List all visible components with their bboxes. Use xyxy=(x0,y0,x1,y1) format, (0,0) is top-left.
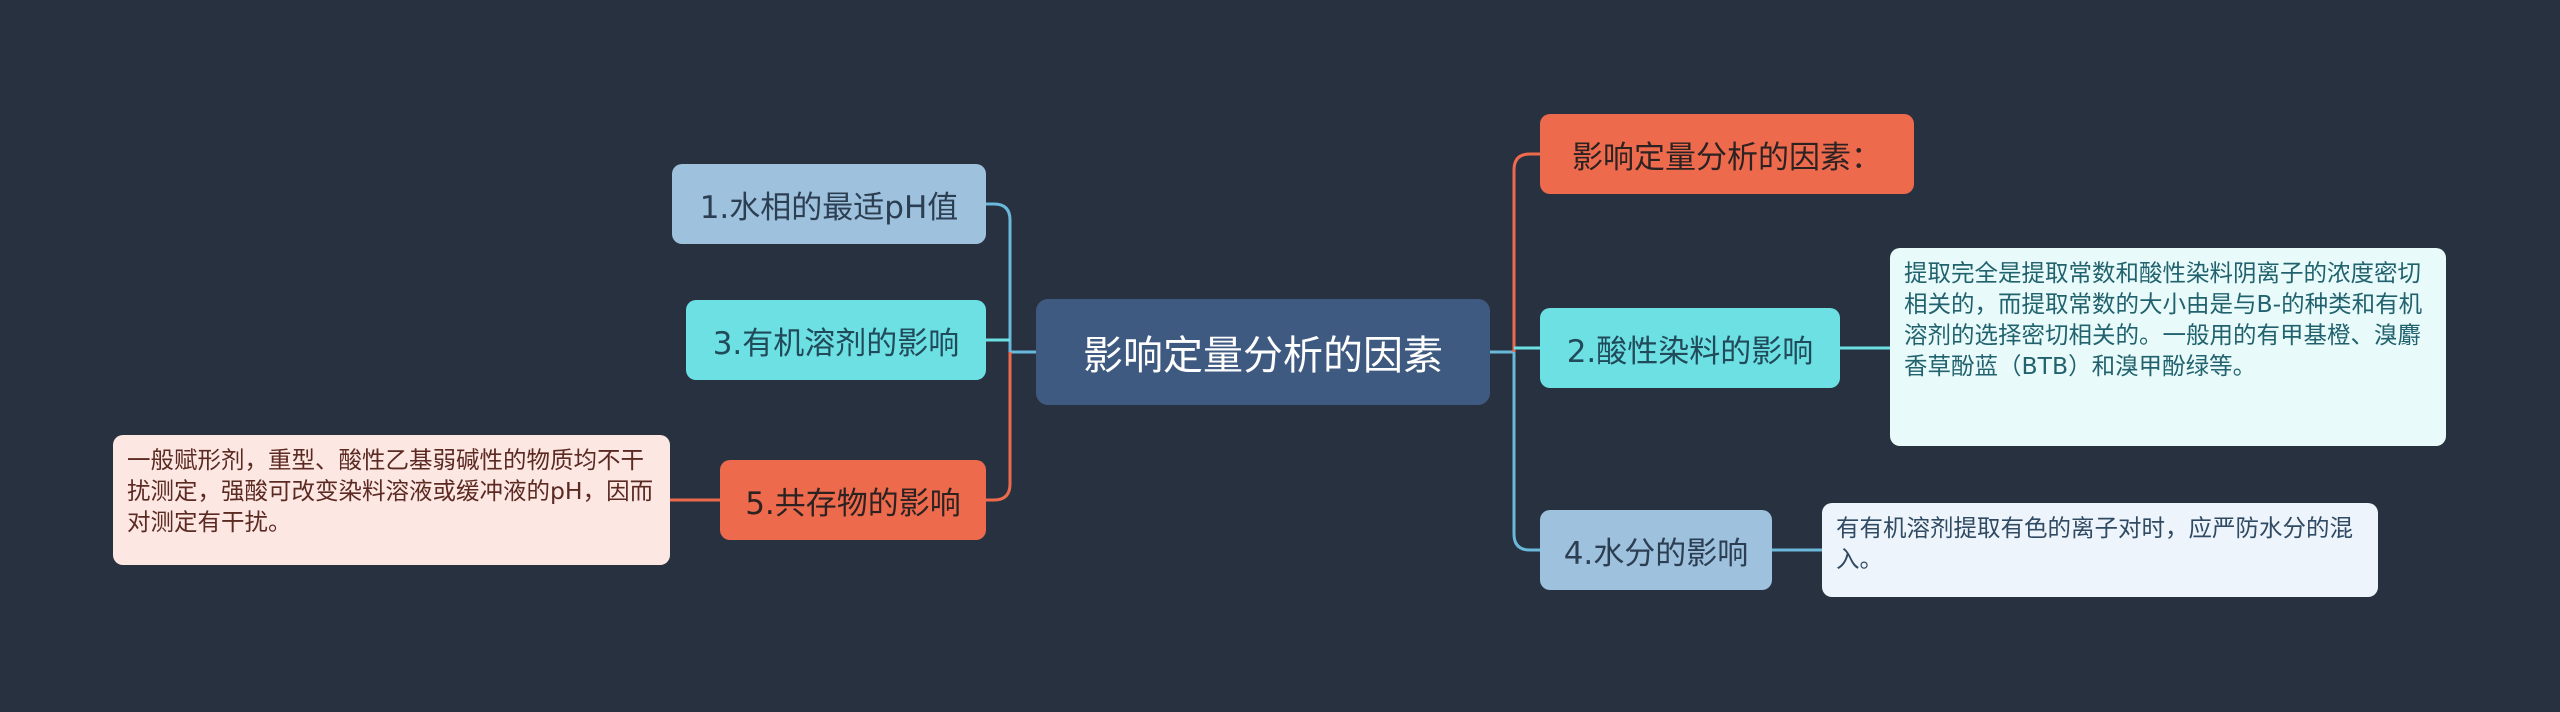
note-coexisting-substance-text: 一般赋形剂，重型、酸性乙基弱碱性的物质均不干扰测定，强酸可改变染料溶液或缓冲液的… xyxy=(127,446,654,536)
note-acid-dye-text: 提取完全是提取常数和酸性染料阴离子的浓度密切相关的，而提取常数的大小由是与B-的… xyxy=(1904,259,2423,380)
connector-right-title xyxy=(1512,152,1540,352)
note-water[interactable]: 有有机溶剂提取有色的离子对时，应严防水分的混入。 xyxy=(1822,503,2378,597)
note-water-text: 有有机溶剂提取有色的离子对时，应严防水分的混入。 xyxy=(1836,514,2353,573)
branch-water[interactable]: 4.水分的影响 xyxy=(1540,510,1772,590)
note-acid-dye[interactable]: 提取完全是提取常数和酸性染料阴离子的浓度密切相关的，而提取常数的大小由是与B-的… xyxy=(1890,248,2446,446)
central-topic-label: 影响定量分析的因素 xyxy=(1083,333,1443,379)
note-coexisting-substance[interactable]: 一般赋形剂，重型、酸性乙基弱碱性的物质均不干扰测定，强酸可改变染料溶液或缓冲液的… xyxy=(113,435,670,565)
branch-acid-dye-label: 2.酸性染料的影响 xyxy=(1566,333,1814,370)
branch-coexisting-substance-label: 5.共存物的影响 xyxy=(745,485,961,522)
connector-left-5 xyxy=(986,352,1012,502)
connector-right-4 xyxy=(1512,352,1540,552)
branch-water-label: 4.水分的影响 xyxy=(1563,535,1749,572)
branch-ph-value[interactable]: 1.水相的最适pH值 xyxy=(672,164,986,244)
branch-organic-solvent-label: 3.有机溶剂的影响 xyxy=(712,325,960,362)
connector-left-1 xyxy=(986,202,1012,352)
branch-acid-dye[interactable]: 2.酸性染料的影响 xyxy=(1540,308,1840,388)
branch-title-factors-label: 影响定量分析的因素： xyxy=(1572,139,1882,176)
central-topic[interactable]: 影响定量分析的因素 xyxy=(1036,299,1490,405)
branch-title-factors[interactable]: 影响定量分析的因素： xyxy=(1540,114,1914,194)
branch-coexisting-substance[interactable]: 5.共存物的影响 xyxy=(720,460,986,540)
branch-organic-solvent[interactable]: 3.有机溶剂的影响 xyxy=(686,300,986,380)
branch-ph-value-label: 1.水相的最适pH值 xyxy=(699,189,959,226)
